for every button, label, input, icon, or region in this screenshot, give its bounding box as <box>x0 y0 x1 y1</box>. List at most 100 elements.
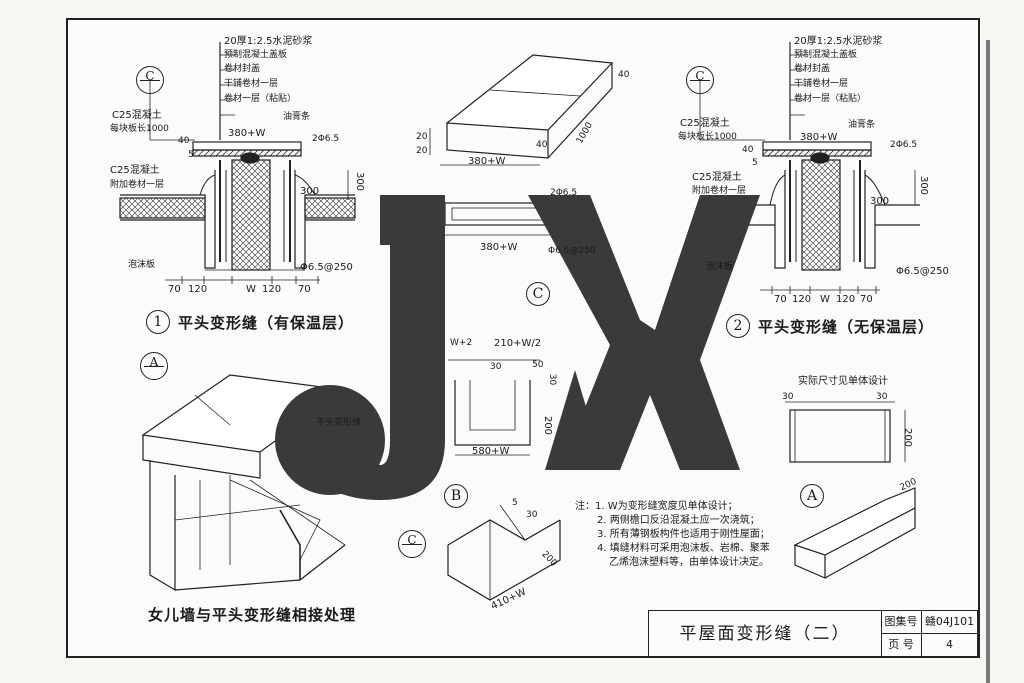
d2-layer-3: 卷材封盖 <box>794 64 831 74</box>
a-note: 实际尺寸见单体设计 <box>798 376 888 387</box>
note-2: 2. 两侧檐口反沿混凝土应一次浇筑； <box>597 515 760 526</box>
d2-c25-add: C25混凝土 <box>692 172 742 183</box>
d2-c25-slab: C25混凝土 <box>680 118 730 129</box>
d1-dim-300b: 300 <box>354 171 366 192</box>
a-tag: A <box>800 484 824 508</box>
detail-b <box>447 359 561 601</box>
d1-caption: 平头变形缝（有保温层） <box>178 314 355 332</box>
d1-dim-120a: 120 <box>188 284 208 295</box>
d2-rebar: Φ6.5@250 <box>896 266 949 277</box>
atlas-no-value: 赣04J101 <box>922 611 978 634</box>
b-tag: B <box>444 484 468 508</box>
d1-layer-2: 预制混凝土盖板 <box>224 50 288 60</box>
d1-dim-70b: 70 <box>298 284 311 295</box>
d1-rebar: Φ6.5@250 <box>300 262 353 273</box>
d2-caption-number: 2 <box>726 314 750 338</box>
d1-dim-70a: 70 <box>168 284 181 295</box>
d2-dim-70a: 70 <box>774 294 787 305</box>
d2-dim-120a: 120 <box>792 294 812 305</box>
parapet-tag-a: A <box>140 352 168 380</box>
d2-section-tag: C <box>686 66 714 94</box>
d1-section-tag: C <box>136 66 164 94</box>
page-no-value: 4 <box>922 634 978 657</box>
cover-slab-iso <box>429 54 614 166</box>
d1-dim-w: W <box>246 284 256 295</box>
d2-dim-300a: 300 <box>870 196 890 207</box>
watermark-logo <box>275 195 760 500</box>
d1-caption-number: 1 <box>146 310 170 334</box>
note-4: 4. 填缝材料可采用泡沫板、岩棉、聚苯 <box>597 543 770 554</box>
cover-dim-width: 380+W <box>468 156 506 167</box>
b-dim-200: 200 <box>542 415 554 436</box>
plan-rebar: Φ6.5@250 <box>548 246 596 256</box>
b-dim-50: 50 <box>532 360 544 370</box>
b-dim-30: 30 <box>490 362 502 372</box>
d2-dim-120b: 120 <box>836 294 856 305</box>
parapet-caption: 女儿墙与平头变形缝相接处理 <box>148 606 357 624</box>
detail2-section <box>699 42 920 294</box>
note-3: 3. 所有薄钢板构件也适用于刚性屋面； <box>597 529 770 540</box>
d2-dim-w: W <box>820 294 830 305</box>
d1-dim-300a: 300 <box>300 186 320 197</box>
d2-dim-70b: 70 <box>860 294 873 305</box>
d2-dim-5: 5 <box>752 158 758 168</box>
plan-bar: 2Φ6.5 <box>550 188 578 198</box>
a-dim-30b: 30 <box>876 392 888 402</box>
d1-foam: 泡沫板 <box>128 260 156 270</box>
b-dim-30b: 30 <box>547 373 558 386</box>
cover-dim-20a: 20 <box>416 132 428 142</box>
b-iso-5: 5 <box>512 498 518 508</box>
d1-slab-length: 每块板长1000 <box>110 124 169 134</box>
note-5: 乙烯泡沫塑料等，由单体设计决定。 <box>609 557 769 568</box>
d2-layer-5: 卷材一层（粘贴） <box>794 94 867 104</box>
d2-add-roll: 附加卷材一层 <box>692 186 747 196</box>
d2-caption: 平头变形缝（无保温层） <box>758 318 935 336</box>
d1-c25-add: C25混凝土 <box>110 165 160 176</box>
b-dim-210: 210+W/2 <box>494 338 542 349</box>
d2-dim-40: 40 <box>742 145 754 155</box>
parapet-label: 平头变形缝 <box>316 418 362 428</box>
title-block: 平屋面变形缝（二） 图集号 赣04J101 页 号 4 <box>648 610 979 657</box>
plan-tag: C <box>526 282 550 306</box>
d1-layer-4: 干铺卷材一层 <box>224 79 279 89</box>
d2-layer-2: 预制混凝土盖板 <box>794 50 858 60</box>
b-dim-w2: W+2 <box>450 338 473 348</box>
d2-foam: 泡沫板 <box>706 262 734 272</box>
d1-dim-5: 5 <box>188 150 194 160</box>
d1-layer-3: 卷材封盖 <box>224 64 261 74</box>
cover-dim-40: 40 <box>618 70 630 80</box>
note-1: 注：1. W为变形缝宽度见单体设计； <box>575 501 738 512</box>
detail-a <box>785 401 916 579</box>
b-dim-580: 580+W <box>472 446 510 457</box>
b-iso-30: 30 <box>526 510 538 520</box>
atlas-no-key: 图集号 <box>881 611 922 634</box>
d2-dim-300b: 300 <box>918 175 930 196</box>
page-no-key: 页 号 <box>881 634 922 657</box>
page-edge <box>986 40 990 683</box>
d1-dim-40: 40 <box>178 136 190 146</box>
drawing-title: 平屋面变形缝（二） <box>649 611 882 657</box>
d2-layer-4: 干铺卷材一层 <box>794 79 849 89</box>
d2-paste-strip: 油膏条 <box>848 120 876 130</box>
d1-c25-slab: C25混凝土 <box>112 110 162 121</box>
cover-dim-40b: 40 <box>536 140 548 150</box>
d1-width: 380+W <box>228 128 266 139</box>
d2-slab-length: 每块板长1000 <box>678 132 737 142</box>
detail1-section <box>119 42 356 284</box>
a-dim-200: 200 <box>902 427 914 448</box>
cover-dim-20b: 20 <box>416 146 428 156</box>
d1-layer-1: 20厚1:2.5水泥砂浆 <box>224 36 313 47</box>
d1-paste-strip: 油膏条 <box>283 112 311 122</box>
notes-block: 注：1. W为变形缝宽度见单体设计； 2. 两侧檐口反沿混凝土应一次浇筑； 3.… <box>575 500 770 570</box>
d2-width: 380+W <box>800 132 838 143</box>
plan-width: 380+W <box>480 242 518 253</box>
d2-layer-1: 20厚1:2.5水泥砂浆 <box>794 36 883 47</box>
a-dim-30a: 30 <box>782 392 794 402</box>
d1-bar-top: 2Φ6.5 <box>312 134 340 144</box>
d2-bar-top: 2Φ6.5 <box>890 140 918 150</box>
d1-dim-120b: 120 <box>262 284 282 295</box>
d1-add-roll: 附加卷材一层 <box>110 180 165 190</box>
d1-layer-5: 卷材一层（粘贴） <box>224 94 297 104</box>
parapet-tag-c: C <box>398 530 426 558</box>
